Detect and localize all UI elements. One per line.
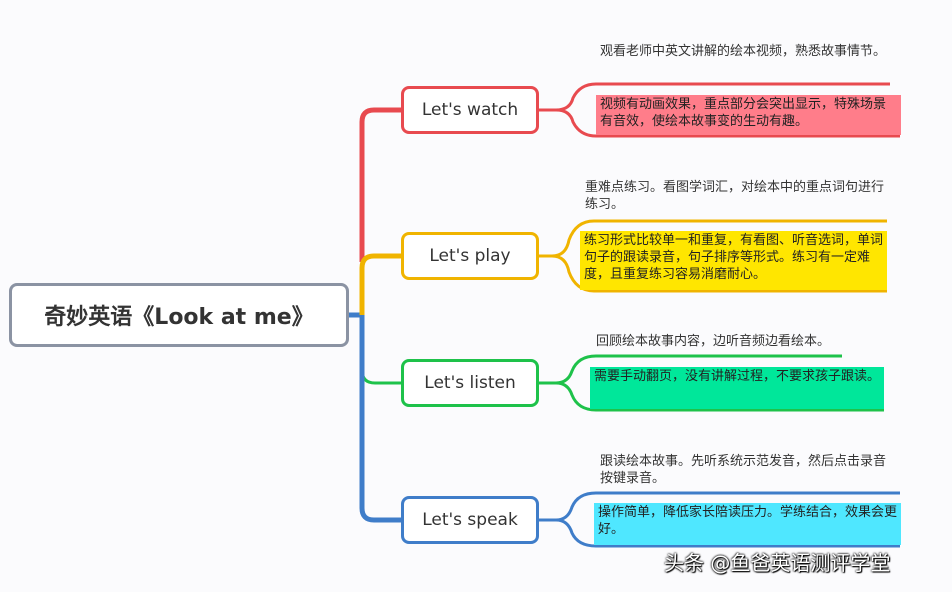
branch-label: Let's play: [429, 246, 511, 266]
branch-lets-listen[interactable]: Let's listen: [401, 359, 539, 407]
highlight-listen: 需要手动翻页，没有讲解过程，不要求孩子跟读。: [590, 367, 884, 409]
root-topic[interactable]: 奇妙英语《Look at me》: [9, 283, 349, 347]
branch-label: Let's watch: [421, 100, 519, 120]
highlight-play: 练习形式比较单一和重复，有看图、听音选词，单词句子的跟读录音，句子排序等形式。练…: [580, 231, 887, 290]
note-watch: 观看老师中英文讲解的绘本视频，熟悉故事情节。: [600, 44, 887, 59]
branch-lets-speak[interactable]: Let's speak: [401, 496, 539, 544]
branch-label: Let's speak: [422, 510, 518, 530]
note-play: 重难点练习。看图学词汇，对绘本中的重点词句进行练习。: [585, 180, 885, 212]
branch-lets-watch[interactable]: Let's watch: [401, 86, 539, 134]
branch-lets-play[interactable]: Let's play: [401, 232, 539, 280]
note-speak: 跟读绘本故事。先听系统示范发音，然后点击录音按键录音。: [600, 454, 887, 486]
root-title: 奇妙英语《Look at me》: [44, 305, 314, 330]
branch-label: Let's listen: [424, 373, 516, 393]
watermark: 头条 @鱼爸英语测评学堂: [664, 551, 891, 575]
highlight-speak: 操作简单，降低家长陪读压力。学练结合，效果会更好。: [594, 503, 901, 545]
highlight-watch: 视频有动画效果，重点部分会突出显示，特殊场景有音效，使绘本故事变的生动有趣。: [596, 95, 901, 135]
note-listen: 回顾绘本故事内容，边听音频边看绘本。: [596, 334, 831, 349]
